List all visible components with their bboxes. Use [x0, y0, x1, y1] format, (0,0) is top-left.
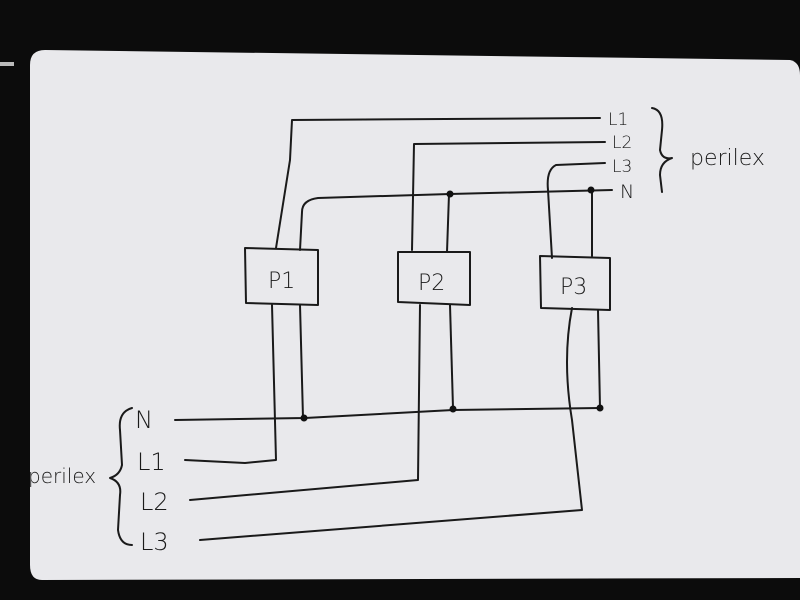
top-label-n: N: [620, 181, 634, 203]
top-label-l2: L2: [612, 133, 632, 153]
wire-p2-l2: [189, 304, 421, 501]
paper-edge-marker: [0, 62, 14, 66]
plug-p1: P1: [244, 247, 319, 306]
top-label-l3: L3: [612, 157, 632, 177]
wire-p3-n: [597, 309, 601, 409]
plug-p3: P3: [539, 255, 611, 311]
bottom-label-l3: L3: [140, 528, 169, 556]
wire-top-n: [299, 189, 613, 251]
wire-p1-l1: [184, 304, 277, 464]
top-brace: [651, 107, 673, 193]
wire-p2-n: [449, 304, 454, 409]
wire-p3-l3: [199, 307, 583, 541]
junction-dot: [449, 405, 457, 413]
wire-bottom-n: [174, 407, 601, 421]
junction-dot: [596, 404, 604, 412]
top-perilex-label: perilex: [690, 146, 765, 171]
bottom-label-l1: L1: [137, 448, 166, 476]
wire-top-l1: [275, 117, 601, 249]
paper-sheet: [30, 50, 800, 580]
wire-top-l3: [546, 162, 606, 259]
junction-dot: [446, 190, 454, 198]
top-label-l1: L1: [608, 110, 628, 130]
wire-n-p2: [446, 193, 450, 253]
bottom-perilex-label: perilex: [28, 464, 96, 488]
plug-p1-label: P1: [268, 269, 295, 294]
plug-p2-label: P2: [418, 271, 445, 296]
plug-p3-label: P3: [560, 275, 587, 300]
bottom-label-l2: L2: [140, 488, 169, 516]
bottom-brace: [109, 407, 133, 546]
junction-dot: [587, 186, 595, 194]
junction-dot: [300, 414, 308, 422]
plug-p2: P2: [397, 251, 471, 306]
wire-top-l2: [411, 141, 606, 251]
bottom-label-n: N: [135, 406, 153, 434]
wire-p1-n: [299, 304, 304, 419]
